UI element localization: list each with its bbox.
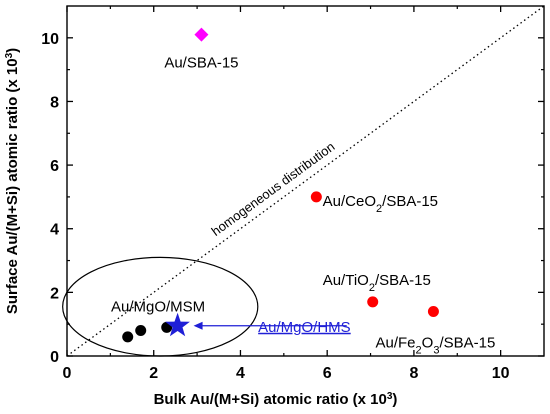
y-tick-label: 0 xyxy=(50,349,59,366)
label-part: /SBA-15 xyxy=(439,334,495,351)
label-part: /SBA-15 xyxy=(382,193,438,210)
label-subscript: 2 xyxy=(369,282,375,294)
msm-group-ellipse xyxy=(62,256,259,357)
homogeneous-distribution-label: homogeneous distribution xyxy=(209,139,338,239)
x-tick-label: 0 xyxy=(63,365,72,382)
y-axis-title-sup: 3 xyxy=(4,52,15,58)
x-axis-title: Bulk Au/(M+Si) atomic ratio (x 103) xyxy=(154,391,398,409)
marker-au-sba-15 xyxy=(194,27,209,42)
label-part: O xyxy=(422,334,434,351)
y-tick-label: 2 xyxy=(50,285,59,302)
x-axis-title-sup: 3 xyxy=(387,391,393,402)
label-part: /SBA-15 xyxy=(375,272,431,289)
y-axis-title: Surface Au/(M+Si) atomic ratio (x 103) xyxy=(4,48,22,314)
axis-ticks: 0 2 4 6 8 10 0 2 4 6 8 10 xyxy=(41,6,544,382)
marker-au-mgo-msm xyxy=(135,325,147,337)
y-tick-label: 8 xyxy=(50,94,59,111)
x-axis-title-end: ) xyxy=(392,391,397,408)
x-tick-label: 6 xyxy=(323,365,332,382)
label-part: Au/Fe xyxy=(376,334,416,351)
y-axis-title-end: ) xyxy=(4,48,21,53)
label-part: Au/TiO xyxy=(323,272,369,289)
marker-au-ceo2-sba-15 xyxy=(310,191,322,203)
x-tick-label: 4 xyxy=(236,365,245,382)
x-axis-title-text: Bulk Au/(M+Si) atomic ratio (x 10 xyxy=(154,391,387,408)
label-au-fe2o3-sba15: Au/Fe2O3/SBA-15 xyxy=(376,334,496,356)
y-tick-label: 4 xyxy=(50,222,59,239)
label-subscript: 2 xyxy=(416,344,422,356)
hms-arrowhead xyxy=(193,321,203,330)
marker-au-tio2-sba-15 xyxy=(367,296,379,308)
label-subscript: 3 xyxy=(433,344,439,356)
data-markers xyxy=(122,27,439,343)
label-au-tio2-sba15: Au/TiO2/SBA-15 xyxy=(323,272,431,294)
y-axis-title-text: Surface Au/(M+Si) atomic ratio (x 10 xyxy=(4,58,21,314)
marker-au-mgo-msm xyxy=(122,331,134,343)
x-tick-label: 2 xyxy=(149,365,158,382)
x-tick-label: 8 xyxy=(409,365,418,382)
y-tick-label: 10 xyxy=(41,31,59,48)
label-au-sba15: Au/SBA-15 xyxy=(164,55,238,72)
label-au-mgo-msm: Au/MgO/MSM xyxy=(111,299,205,316)
plot-frame xyxy=(66,5,545,357)
label-au-mgo-hms: Au/MgO/HMS xyxy=(258,319,351,336)
y-tick-label: 6 xyxy=(50,158,59,175)
label-part: Au/CeO xyxy=(323,193,376,210)
label-subscript: 2 xyxy=(376,203,382,215)
label-au-ceo2-sba15: Au/CeO2/SBA-15 xyxy=(323,193,438,215)
x-tick-label: 10 xyxy=(492,365,510,382)
marker-au-mgo-hms xyxy=(165,312,190,337)
marker-au-fe2o3-sba-15 xyxy=(427,305,439,317)
